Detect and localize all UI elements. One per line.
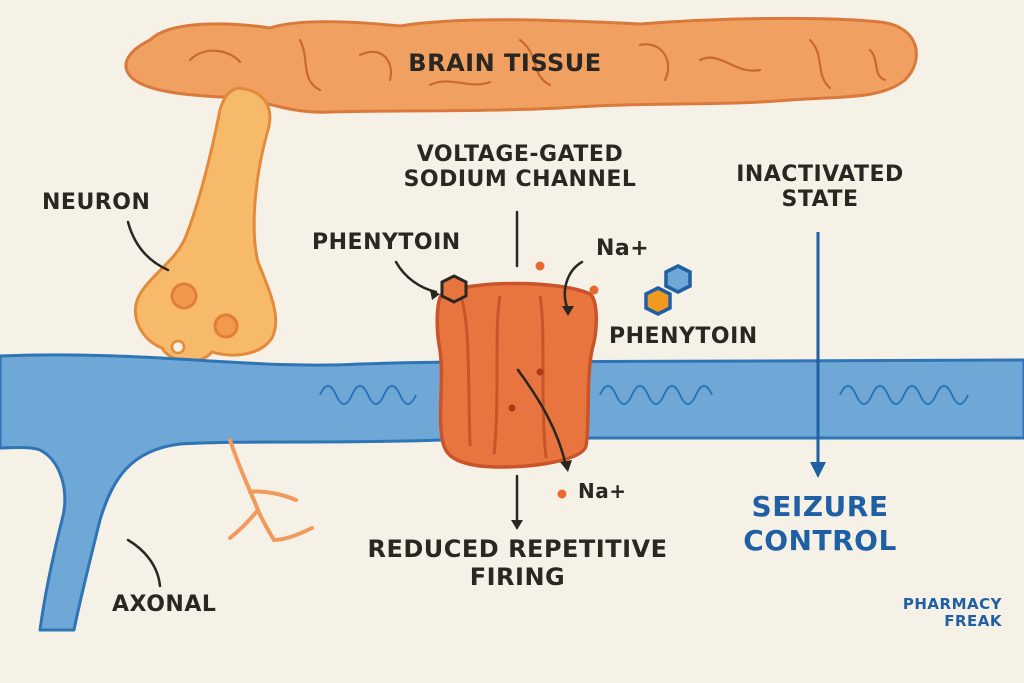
dendrite-branches — [228, 438, 314, 542]
channel-label: VOLTAGE-GATED SODIUM CHANNEL — [380, 142, 660, 193]
arrow-phenytoin-left — [394, 260, 438, 294]
neuron-label: NEURON — [42, 190, 151, 215]
brand-line1: PHARMACY — [902, 595, 1002, 613]
sodium-ions — [535, 261, 599, 499]
sodium-label-bottom: Na+ — [578, 479, 627, 503]
inactivated-label-line2: STATE — [781, 187, 859, 213]
channel-label-line2: SODIUM CHANNEL — [403, 167, 637, 193]
axonal-label: AXONAL — [112, 592, 217, 617]
hexagon-molecule-icon — [644, 264, 692, 316]
inactivated-state-label: INACTIVATED STATE — [705, 162, 935, 213]
brain-tissue-label: BRAIN TISSUE — [408, 49, 602, 77]
brand-logo: PHARMACY FREAK — [884, 595, 1002, 631]
inactivated-label-line1: INACTIVATED — [736, 162, 904, 187]
seizure-control-label: SEIZURE CONTROL — [725, 490, 915, 557]
brand-line2: FREAK — [944, 612, 1002, 631]
channel-label-line1: VOLTAGE-GATED — [416, 142, 624, 167]
seizure-label-line2: CONTROL — [743, 523, 897, 557]
reduced-firing-label: REDUCED REPETITIVE FIRING — [345, 535, 690, 591]
arrow-axonal-pointer — [126, 538, 162, 588]
phenytoin-label-left: PHENYTOIN — [312, 230, 461, 255]
inactivation-arrow — [810, 232, 826, 478]
sodium-label-top: Na+ — [596, 236, 650, 261]
channel-arrows — [126, 210, 584, 588]
reduced-label-line1: REDUCED REPETITIVE — [367, 535, 668, 563]
reduced-label-line2: FIRING — [469, 562, 566, 591]
seizure-label-line1: SEIZURE — [751, 490, 889, 523]
arrow-through-channel — [516, 368, 568, 468]
sodium-channel — [435, 281, 598, 469]
arrow-neuron-pointer — [126, 220, 170, 272]
cell-membrane — [0, 353, 1024, 632]
arrow-na-in — [563, 260, 584, 312]
phenytoin-label-right: PHENYTOIN — [609, 324, 758, 349]
hexagon-molecule-icon — [440, 274, 468, 304]
neuron — [134, 86, 278, 378]
